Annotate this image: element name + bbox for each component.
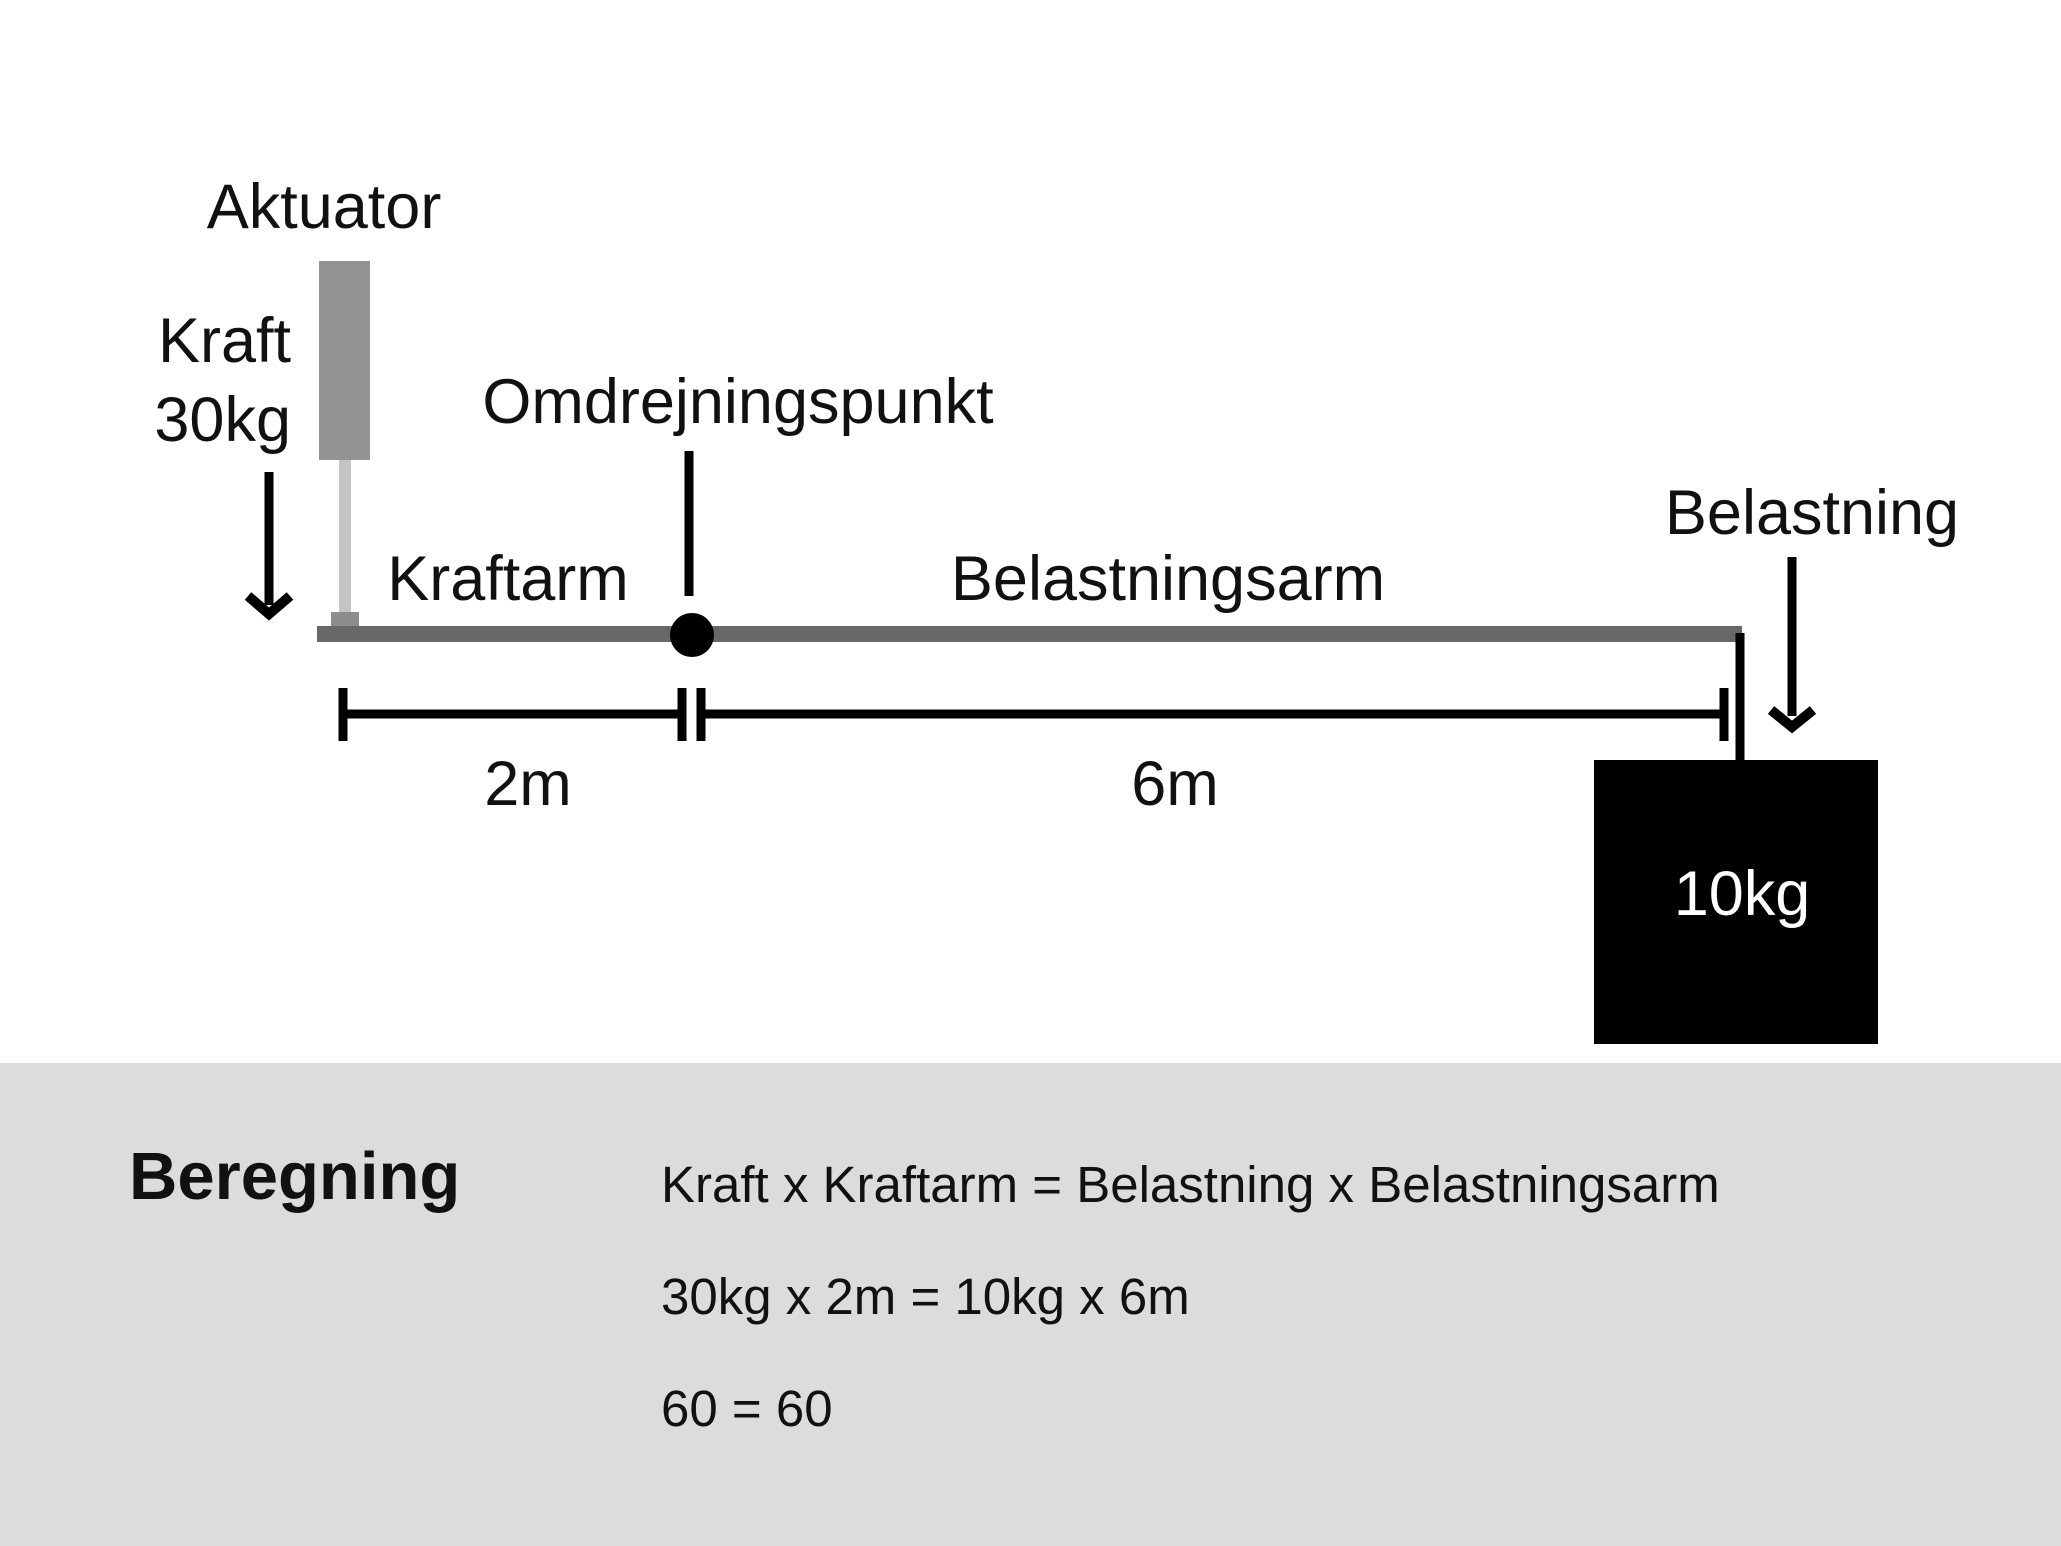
pivot-label: Omdrejningspunkt — [482, 367, 994, 437]
pivot-point — [670, 613, 714, 657]
calculation-panel — [0, 1063, 2061, 1546]
load-weight-label: 10kg — [1674, 859, 1811, 929]
load-arm-label: Belastningsarm — [951, 544, 1385, 614]
force-value-label: 30kg — [154, 385, 291, 455]
actuator-label: Aktuator — [207, 172, 442, 242]
force-arm-label: Kraftarm — [387, 544, 629, 614]
actuator-foot — [331, 612, 359, 630]
calculation-formula: Kraft x Kraftarm = Belastning x Belastni… — [661, 1156, 1720, 1213]
load-weight-block — [1594, 760, 1878, 1044]
calculation-result: 60 = 60 — [661, 1380, 833, 1437]
lever-beam — [317, 626, 1742, 642]
actuator-body — [319, 261, 370, 460]
load-arm-length-label: 6m — [1131, 749, 1219, 819]
force-label: Kraft — [158, 306, 292, 376]
force-arm-length-label: 2m — [484, 749, 572, 819]
calculation-substitution: 30kg x 2m = 10kg x 6m — [661, 1268, 1190, 1325]
lever-diagram: Aktuator Kraft 30kg Omdrejningspunkt Kra… — [154, 172, 1959, 1044]
load-label: Belastning — [1665, 478, 1959, 548]
load-arrow-head — [1767, 706, 1817, 734]
actuator-rod — [339, 460, 351, 616]
calculation-title: Beregning — [129, 1139, 461, 1214]
force-arrow-head — [244, 592, 294, 621]
